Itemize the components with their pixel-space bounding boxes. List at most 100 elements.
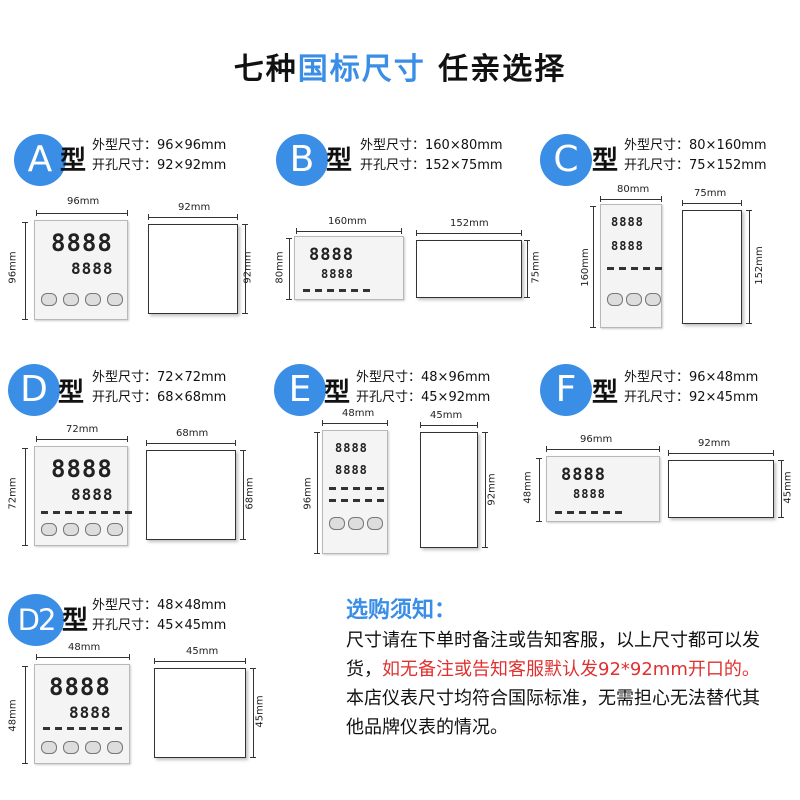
dim-line	[154, 658, 246, 664]
cutout-label: 开孔尺寸：	[92, 158, 158, 173]
sv-display: 8888	[321, 267, 354, 281]
dim-line	[746, 210, 752, 324]
title-highlight: 国标尺寸	[297, 52, 426, 87]
badge-e: E	[274, 364, 326, 416]
dim-line	[668, 450, 774, 456]
cutout-d2	[154, 668, 246, 758]
meter-e: 8888 8888	[322, 430, 388, 554]
spec-b: 外型尺寸：160×80mm 开孔尺寸：152×75mm	[360, 136, 503, 176]
key	[107, 293, 123, 306]
dim-width-a: 96mm	[67, 196, 100, 207]
outer-size-d: 72×72mm	[157, 370, 227, 385]
pv-display: 8888	[309, 245, 354, 265]
cutout-size-c: 75×152mm	[689, 158, 767, 173]
dim-width-c: 80mm	[617, 184, 650, 195]
cutout-label: 开孔尺寸：	[356, 390, 422, 405]
cutout-f	[668, 460, 774, 518]
type-char-a: 型	[60, 146, 87, 176]
outer-size-f: 96×48mm	[689, 370, 759, 385]
dim-height-a: 96mm	[7, 251, 19, 284]
dim-line	[536, 458, 542, 522]
cutout-size-d2: 45×45mm	[157, 618, 227, 633]
outer-label: 外型尺寸：	[360, 138, 426, 153]
dim-line	[36, 654, 130, 660]
meter-a: 8888 8888	[34, 220, 128, 320]
dim-cut-width-f: 92mm	[698, 438, 731, 449]
key	[63, 293, 79, 306]
type-char-b: 型	[326, 146, 353, 176]
sv-display: 8888	[573, 487, 606, 501]
cutout-d	[146, 450, 236, 540]
dim-line	[416, 230, 522, 236]
dim-width-e: 48mm	[342, 408, 375, 419]
badge-d: D	[8, 364, 60, 416]
type-char-d2: 型	[62, 606, 89, 636]
cutout-size-b: 152×75mm	[425, 158, 503, 173]
type-char-d: 型	[58, 378, 85, 408]
dim-line	[36, 436, 128, 442]
dim-line	[240, 450, 246, 540]
dim-width-d2: 48mm	[68, 642, 101, 653]
dim-line	[482, 432, 488, 548]
dim-line	[250, 668, 256, 758]
dim-width-f: 96mm	[580, 434, 613, 445]
badge-c: C	[540, 134, 592, 186]
cutout-size-e: 45×92mm	[421, 390, 491, 405]
notice-body: 尺寸请在下单时备注或告知客服，以上尺寸都可以发货，如无备注或告知客服默认发92*…	[346, 626, 766, 742]
meter-d: 8888 8888	[34, 446, 132, 546]
outer-size-b: 160×80mm	[425, 138, 503, 153]
notice-title: 选购须知：	[346, 598, 457, 623]
sv-display: 8888	[69, 703, 112, 722]
cutout-label: 开孔尺寸：	[624, 390, 690, 405]
key	[85, 523, 101, 536]
type-char-c: 型	[592, 146, 619, 176]
cutout-label: 开孔尺寸：	[360, 158, 426, 173]
badge-a: A	[14, 134, 66, 186]
badge-d2: D2	[8, 594, 64, 646]
meter-f: 8888 8888	[546, 456, 660, 522]
notice-text-1: 尺寸请在下单时备注或告知客服，以上尺寸都可以发货，	[346, 630, 760, 680]
dim-height-f: 48mm	[522, 471, 534, 504]
pv-display: 8888	[335, 441, 368, 455]
dim-line	[524, 240, 530, 298]
outer-size-d2: 48×48mm	[157, 598, 227, 613]
dim-height-d2: 48mm	[7, 699, 19, 732]
key	[41, 741, 57, 754]
notice-text-2: 本店仪表尺寸均符合国际标准，无需担心无法替代其他品牌仪表的情况。	[346, 688, 760, 738]
outer-label: 外型尺寸：	[92, 138, 158, 153]
dim-height-e: 96mm	[302, 477, 314, 510]
dim-line	[546, 446, 660, 452]
meter-c: 8888 8888	[600, 204, 662, 328]
key	[645, 293, 661, 306]
dim-width-b: 160mm	[328, 216, 367, 227]
outer-size-c: 80×160mm	[689, 138, 767, 153]
key	[85, 741, 101, 754]
key	[63, 741, 79, 754]
key	[329, 517, 345, 530]
dim-width-d: 72mm	[66, 424, 99, 435]
key	[626, 293, 642, 306]
dim-line	[682, 200, 742, 206]
dim-line	[36, 210, 128, 216]
badge-b: B	[276, 134, 328, 186]
dim-line	[242, 224, 248, 314]
dim-cut-height-b: 75mm	[530, 251, 542, 284]
spec-d2: 外型尺寸：48×48mm 开孔尺寸：45×45mm	[92, 596, 226, 636]
dim-line	[22, 666, 28, 764]
outer-size-a: 96×96mm	[157, 138, 227, 153]
cutout-e	[420, 432, 478, 548]
dim-line	[286, 238, 292, 300]
cutout-b	[416, 240, 522, 298]
key	[107, 741, 123, 754]
cutout-size-a: 92×92mm	[157, 158, 227, 173]
dim-line	[148, 214, 238, 220]
key	[348, 517, 364, 530]
cutout-label: 开孔尺寸：	[92, 618, 158, 633]
dim-height-b: 80mm	[274, 251, 286, 284]
badge-f: F	[540, 364, 592, 416]
dim-line	[296, 228, 402, 234]
cutout-label: 开孔尺寸：	[92, 390, 158, 405]
dim-cut-width-d: 68mm	[176, 428, 209, 439]
outer-label: 外型尺寸：	[356, 370, 422, 385]
pv-display: 8888	[611, 215, 644, 229]
